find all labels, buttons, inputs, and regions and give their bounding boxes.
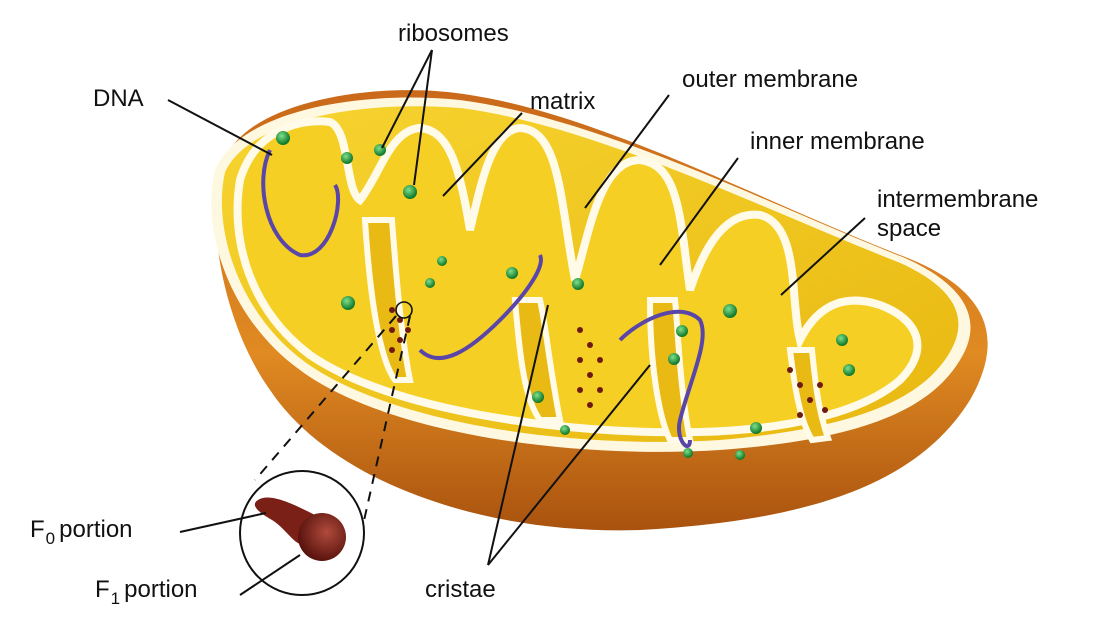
label-intermembrane-space: intermembrane space: [877, 186, 1038, 244]
label-space: space: [877, 214, 942, 242]
leader-lines: [167, 49, 866, 596]
atp-synthase-clusters: [389, 307, 828, 418]
f0-text: portion: [59, 516, 133, 543]
label-inner-membrane: inner membrane: [750, 128, 925, 155]
label-dna: DNA: [93, 85, 144, 112]
label-ribosomes: ribosomes: [398, 20, 509, 47]
zoom-source-circle: [395, 301, 413, 319]
f1-text: portion: [124, 576, 198, 603]
zoom-dash-left: [254, 315, 397, 481]
f0-subscript: 0: [45, 529, 56, 548]
label-matrix: matrix: [530, 88, 596, 115]
ribosomes: [276, 131, 855, 460]
label-outer-membrane: outer membrane: [682, 66, 859, 93]
label-intermembrane: intermembrane: [877, 186, 1039, 213]
dna-strands: [261, 149, 705, 449]
atp-synthase-f1: [298, 513, 346, 561]
f0-letter: F: [30, 516, 45, 543]
f1-subscript: 1: [110, 589, 121, 608]
f1-letter: F: [95, 576, 110, 603]
label-cristae: cristae: [425, 576, 496, 603]
